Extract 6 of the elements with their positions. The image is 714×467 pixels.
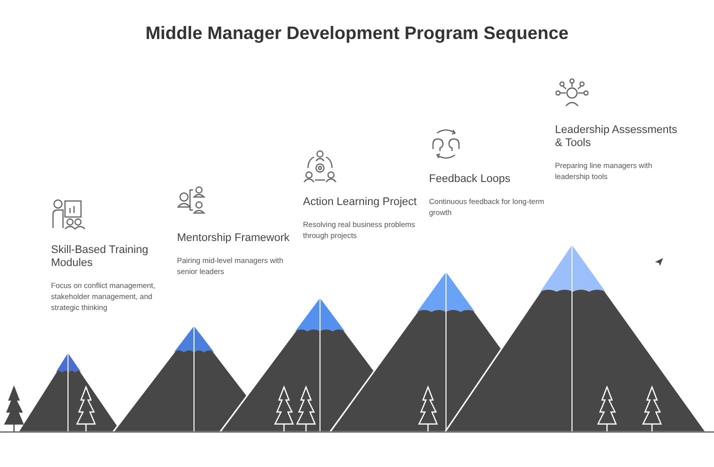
step-heading: Skill-Based Training Modules <box>51 244 150 270</box>
diagram-title: Middle Manager Development Program Sequence <box>145 22 569 45</box>
step-heading: Mentorship Framework <box>177 232 290 245</box>
step-heading: Feedback Loops <box>429 173 512 186</box>
step-heading: Action Learning Project <box>303 196 418 209</box>
step-heading: Leadership Assessments & Tools <box>555 124 678 150</box>
